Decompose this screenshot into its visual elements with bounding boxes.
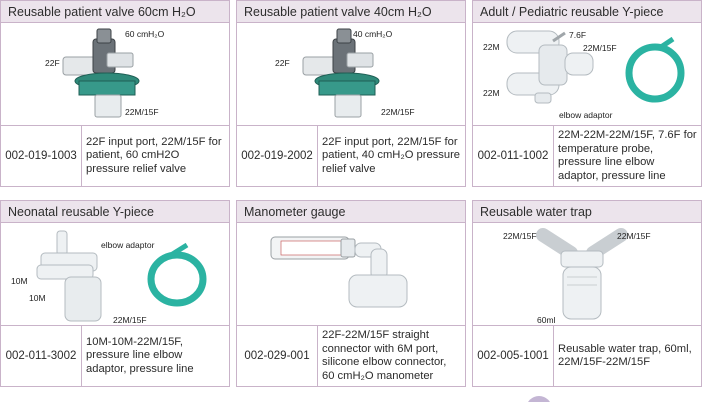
product-description: Reusable water trap, 60ml, 22M/15F-22M/1… bbox=[558, 342, 692, 369]
product-title: Reusable patient valve 60cm H₂O bbox=[1, 1, 229, 23]
image-label: 22M/15F bbox=[125, 107, 159, 117]
product-title: Manometer gauge bbox=[237, 201, 465, 223]
neonatal-y-piece-illustration bbox=[36, 230, 207, 322]
product-code: 002-019-1003 bbox=[1, 126, 82, 186]
product-info-row: 002-019-2002 22F input port, 22M/15F for… bbox=[237, 126, 465, 186]
product-code: 002-029-001 bbox=[237, 326, 318, 386]
product-description: 22M-22M-22M/15F, 7.6F for temperature pr… bbox=[558, 129, 697, 182]
product-title: Neonatal reusable Y-piece bbox=[1, 201, 229, 223]
image-label: 40 cmH₂O bbox=[353, 29, 393, 39]
decorative-circle bbox=[526, 396, 552, 402]
product-image: 7.6F 22M 22M/15F 22M elbow adaptor bbox=[473, 23, 701, 126]
image-label: elbow adaptor bbox=[559, 110, 613, 120]
product-description: 22F input port, 22M/15F for patient, 40 … bbox=[322, 135, 461, 175]
product-card-water-trap: Reusable water trap 22M/15F 22M/15F 60ml… bbox=[472, 200, 702, 387]
manometer-illustration bbox=[270, 236, 408, 308]
patient-valve-illustration bbox=[302, 28, 380, 118]
image-label: 10M bbox=[11, 276, 28, 286]
product-card-patient-valve-60: Reusable patient valve 60cm H₂O 60 cmH₂O… bbox=[0, 0, 230, 187]
image-label: 60 cmH₂O bbox=[125, 29, 165, 39]
image-label: 22M bbox=[483, 88, 500, 98]
product-code: 002-019-2002 bbox=[237, 126, 318, 186]
product-card-neonatal-y-piece: Neonatal reusable Y-piece elbow adaptor … bbox=[0, 200, 230, 387]
image-label: 7.6F bbox=[569, 30, 587, 40]
image-label: 22M/15F bbox=[381, 107, 415, 117]
product-info-row: 002-011-3002 10M-10M-22M/15F, pressure l… bbox=[1, 326, 229, 386]
product-info-row: 002-029-001 22F-22M/15F straight connect… bbox=[237, 326, 465, 386]
product-description: 22F input port, 22M/15F for patient, 60 … bbox=[86, 135, 222, 175]
product-card-patient-valve-40: Reusable patient valve 40cm H₂O 40 cmH₂O… bbox=[236, 0, 466, 187]
product-description: 10M-10M-22M/15F, pressure line elbow ada… bbox=[86, 335, 194, 375]
image-label: 22F bbox=[45, 58, 60, 68]
product-image: 60 cmH₂O 22F 22M/15F bbox=[1, 23, 229, 126]
product-image: 40 cmH₂O 22F 22M/15F bbox=[237, 23, 465, 126]
image-label: 22M bbox=[483, 42, 500, 52]
product-title: Reusable water trap bbox=[473, 201, 701, 223]
product-title: Adult / Pediatric reusable Y-piece bbox=[473, 1, 701, 23]
product-title: Reusable patient valve 40cm H₂O bbox=[237, 1, 465, 23]
product-card-manometer-gauge: Manometer gauge 002-029-001 22F-22M/15F … bbox=[236, 200, 466, 387]
image-label: 10M bbox=[29, 293, 46, 303]
product-image: 22M/15F 22M/15F 60ml bbox=[473, 223, 701, 326]
water-trap-illustration bbox=[536, 228, 628, 320]
product-code: 002-011-1002 bbox=[473, 126, 554, 186]
image-label: 22F bbox=[275, 58, 290, 68]
image-label: 22M/15F bbox=[113, 315, 147, 325]
product-info-row: 002-011-1002 22M-22M-22M/15F, 7.6F for t… bbox=[473, 126, 701, 186]
product-code: 002-011-3002 bbox=[1, 326, 82, 386]
product-card-adult-y-piece: Adult / Pediatric reusable Y-piece 7.6F … bbox=[472, 0, 702, 187]
image-label: 22M/15F bbox=[503, 231, 537, 241]
image-label: 60ml bbox=[537, 315, 556, 325]
product-info-row: 002-019-1003 22F input port, 22M/15F for… bbox=[1, 126, 229, 186]
image-label: 22M/15F bbox=[583, 43, 617, 53]
product-image: elbow adaptor 10M 10M 22M/15F bbox=[1, 223, 229, 326]
y-piece-illustration bbox=[506, 30, 685, 104]
product-description: 22F-22M/15F straight connector with 6M p… bbox=[322, 329, 447, 382]
image-label: 22M/15F bbox=[617, 231, 651, 241]
patient-valve-illustration bbox=[62, 28, 140, 118]
product-image bbox=[237, 223, 465, 326]
product-code: 002-005-1001 bbox=[473, 326, 554, 386]
product-info-row: 002-005-1001 Reusable water trap, 60ml, … bbox=[473, 326, 701, 386]
image-label: elbow adaptor bbox=[101, 240, 155, 250]
